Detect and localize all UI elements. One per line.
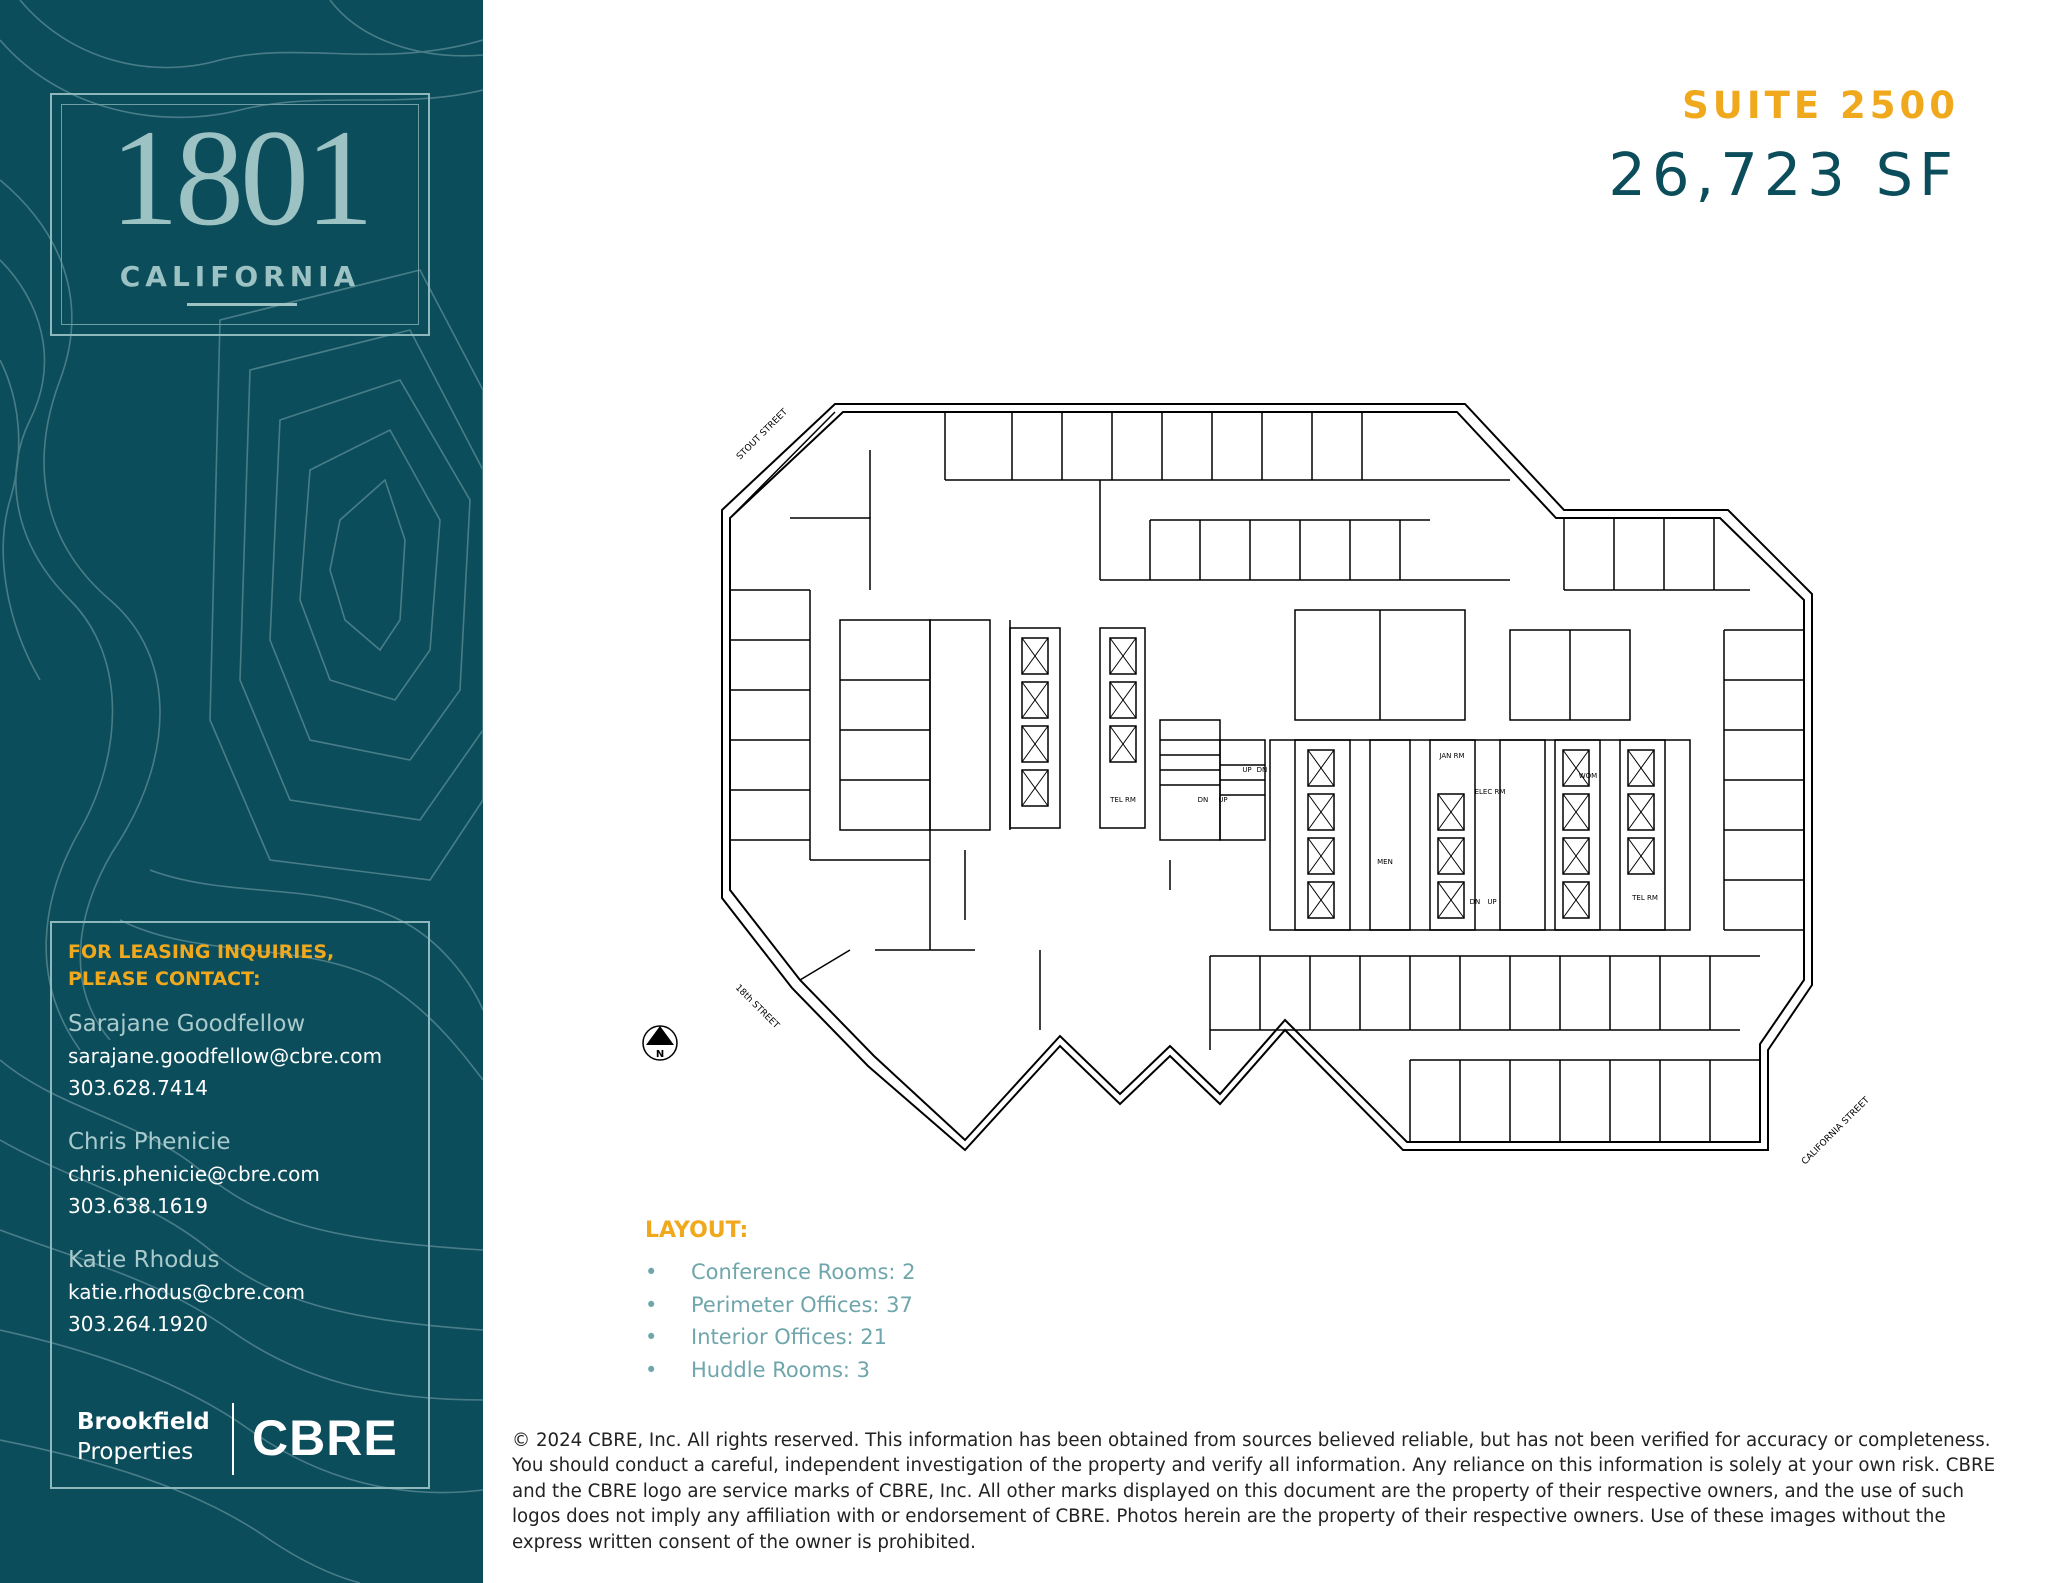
contact-name: Sarajane Goodfellow [68, 1011, 306, 1037]
contact-phone[interactable]: 303.628.7414 [68, 1076, 208, 1100]
dn-label-1: DN [1198, 796, 1209, 804]
suite-label: SUITE 2500 [1682, 84, 1959, 127]
contact-card: Katie Rhodus katie.rhodus@cbre.com 303.2… [68, 1244, 418, 1340]
contact-name: Katie Rhodus [68, 1247, 220, 1273]
cbre-logo: CBRE [252, 1410, 398, 1466]
brand-divider [232, 1403, 234, 1475]
men-room-label: MEN [1377, 858, 1393, 866]
jan-room-label: JAN RM [1438, 752, 1464, 760]
layout-list: •Conference Rooms: 2 •Perimeter Offices:… [645, 1260, 916, 1390]
dn-label-3: DN [1470, 898, 1481, 906]
list-item: •Huddle Rooms: 3 [645, 1357, 871, 1382]
logo-number: 1801 [110, 101, 374, 254]
contact-email[interactable]: sarajane.goodfellow@cbre.com [68, 1044, 383, 1068]
sidebar: 1801 CALIFORNIA FOR LEASING INQUIRIES, P… [0, 0, 483, 1583]
list-item: •Conference Rooms: 2 [645, 1260, 916, 1284]
elevator-shafts [1021, 637, 1655, 919]
contact-heading: FOR LEASING INQUIRIES, PLEASE CONTACT: [68, 941, 335, 990]
contact-card: Chris Phenicie chris.phenicie@cbre.com 3… [68, 1126, 418, 1222]
up-label-1: UP [1218, 796, 1227, 804]
list-item: •Perimeter Offices: 37 [645, 1292, 913, 1317]
brookfield-logo: Brookfield Properties [77, 1409, 210, 1465]
tel-room-label-2: TEL RM [1631, 894, 1658, 902]
contact-card: Sarajane Goodfellow sarajane.goodfellow@… [68, 1008, 418, 1104]
contact-email[interactable]: katie.rhodus@cbre.com [68, 1280, 305, 1304]
elec-room-label: ELEC RM [1475, 788, 1506, 796]
layout-heading: LAYOUT: [645, 1218, 749, 1243]
leasing-contact-panel: FOR LEASING INQUIRIES, PLEASE CONTACT: S… [50, 921, 430, 1489]
list-item: •Interior Offices: 21 [645, 1325, 887, 1349]
logo-word: CALIFORNIA [119, 260, 361, 293]
floor-plan: TEL RM DN UP UP DN JAN RM ELEC RM MEN WO… [642, 403, 1872, 1167]
california-street-label: CALIFORNIA STREET [1800, 1095, 1872, 1167]
up-label-3: UP [1487, 898, 1496, 906]
building-logo: 1801 CALIFORNIA [50, 93, 430, 336]
dn-label-2: DN [1257, 766, 1268, 774]
north-label: N [656, 1049, 664, 1060]
topographic-pattern [0, 0, 483, 1583]
brand-logos: Brookfield Properties CBRE [77, 1403, 417, 1475]
suite-area: 26,723 SF [1608, 140, 1959, 209]
contact-name: Chris Phenicie [68, 1129, 231, 1155]
tel-room-label-1: TEL RM [1109, 796, 1136, 804]
north-arrow-icon: N [642, 1025, 678, 1061]
women-room-label: WOM [1579, 772, 1597, 780]
legal-disclaimer: © 2024 CBRE, Inc. All rights reserved. T… [512, 1430, 1996, 1553]
logo-underline [187, 303, 297, 306]
contact-email[interactable]: chris.phenicie@cbre.com [68, 1162, 320, 1186]
18th-street-label: 18th STREET [733, 983, 781, 1031]
contact-phone[interactable]: 303.638.1619 [68, 1194, 208, 1218]
up-label-2: UP [1242, 766, 1251, 774]
contact-phone[interactable]: 303.264.1920 [68, 1312, 208, 1336]
building-outline [721, 403, 1813, 1152]
